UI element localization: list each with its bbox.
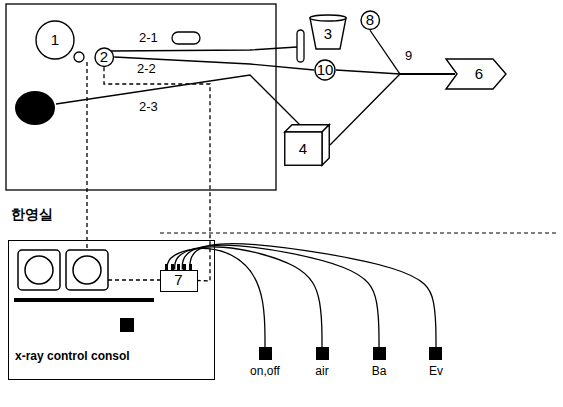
node-text: 3 — [324, 26, 332, 43]
node-text: 1 — [51, 32, 59, 49]
node-text: x-ray control consol — [15, 349, 130, 363]
pump-box: 4 — [284, 124, 330, 166]
switch-box: 7 — [160, 270, 198, 292]
line-label: 2-2 — [136, 61, 157, 77]
part-circle: 2 — [94, 47, 115, 68]
small-valve — [74, 52, 84, 62]
tube-line — [110, 47, 297, 51]
contrast-cup: 3 — [309, 14, 347, 50]
connector-line — [370, 30, 455, 74]
tube — [297, 30, 304, 62]
node-text: Ba — [372, 364, 387, 378]
console-bar — [14, 298, 154, 302]
connector-line — [167, 248, 265, 347]
node-text: air — [315, 364, 328, 378]
node-text: Ev — [429, 364, 443, 378]
part-circle: 10 — [314, 59, 336, 81]
monitor — [66, 250, 108, 290]
node-text: on,off — [250, 364, 280, 378]
node-text: 6 — [475, 66, 483, 83]
switch-key: Ev — [428, 347, 444, 378]
key-square — [259, 347, 272, 360]
switch-key: air — [314, 347, 329, 378]
line-label: 2-1 — [138, 30, 159, 46]
monitor-screen — [25, 256, 53, 284]
monitor-screen — [73, 256, 101, 284]
callout-number: 9 — [404, 48, 413, 64]
node-text: 2 — [100, 49, 108, 66]
pill-part — [172, 32, 200, 44]
catheter-tip: 6 — [445, 58, 507, 90]
connector-line — [175, 247, 322, 347]
control-console: 7 x-ray control consol — [8, 240, 215, 380]
console-button — [120, 318, 134, 332]
room-divider — [160, 233, 558, 234]
connector-line — [330, 74, 455, 145]
part-circle: 1 — [35, 20, 75, 60]
switch-key: on,off — [249, 347, 281, 378]
key-square — [316, 347, 329, 360]
connector-line — [190, 244, 436, 347]
signal-wire — [86, 62, 87, 250]
node-text: 10 — [317, 62, 334, 79]
key-square — [373, 347, 386, 360]
signal-wire — [108, 279, 160, 280]
switch-key: Ba — [371, 347, 388, 378]
line-label: 2-3 — [138, 99, 159, 115]
node-text: 8 — [366, 12, 374, 29]
tube-line — [56, 75, 302, 127]
connector-line — [182, 245, 379, 347]
equipment-panel — [6, 4, 276, 190]
key-square — [429, 347, 442, 360]
node-text: 4 — [299, 141, 307, 158]
black-tank — [15, 91, 55, 125]
room-label: 한영실 — [10, 206, 54, 224]
monitor — [18, 250, 60, 290]
node-text: 7 — [174, 272, 182, 289]
part-circle: 8 — [360, 10, 381, 31]
